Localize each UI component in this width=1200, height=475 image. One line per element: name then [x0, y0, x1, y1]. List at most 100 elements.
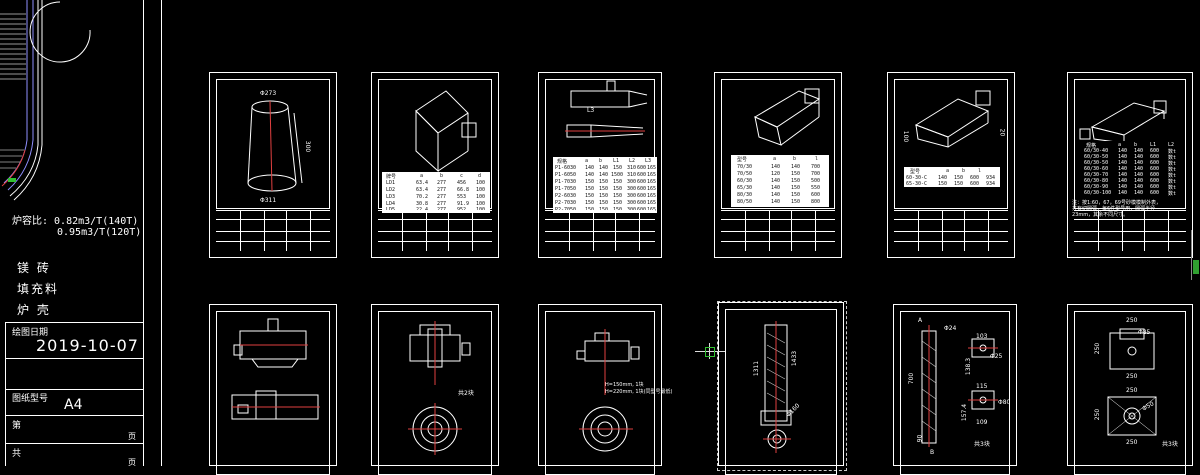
assembly-drawing — [231, 318, 320, 420]
table-header: a — [585, 158, 589, 164]
drawing-sheet-10[interactable]: 1311 1433 Φ160 — [717, 301, 847, 475]
wedge-drawing — [415, 90, 477, 173]
quantity-label: 共2块 — [458, 390, 474, 397]
drawing-sheet-4[interactable]: 型号 a b l 70/30 140 140 700 70/50 120 150… — [714, 72, 842, 258]
dimension-table: 规格 a b L1 L2 L3 P1-6030 P1-6050 P1-7030 … — [553, 157, 657, 213]
table-cell: 600 — [1150, 190, 1160, 196]
dimension-table: 牌号 a b c d LD1 63.4 277 456 100 LD2 63.4… — [382, 172, 490, 213]
table-cell: 140 — [1134, 148, 1144, 154]
table-cell: 数t — [1168, 179, 1177, 185]
dimension-table: 规格 a b L1 L2 60/30-40 60/30-50 60/30-50 … — [1082, 141, 1184, 201]
dim-d85: Φ85 — [1138, 329, 1151, 336]
table-cell: 数t — [1168, 155, 1177, 161]
drawing-sheet-1[interactable]: Φ273 Φ311 300 — [209, 72, 337, 258]
panel-border-inner — [143, 0, 144, 466]
table-cell: LD1 — [386, 180, 396, 186]
drawing-sheet-9[interactable]: H=150mm, 1块 H=220mm, 1块(同型号最低) — [538, 304, 673, 475]
dim-width-bottom: 250 — [1126, 439, 1138, 446]
date-value: 2019-10-07 — [36, 336, 139, 355]
table-cell: 165 — [647, 193, 657, 199]
table-cell: 数t — [1168, 149, 1177, 155]
drawing-sheet-2[interactable]: 牌号 a b c d LD1 63.4 277 456 100 LD2 63.4… — [371, 72, 499, 258]
tb-line — [5, 443, 143, 444]
table-cell: 66.8 — [457, 187, 470, 193]
dim-length-2: 1433 — [791, 350, 799, 367]
view-label-b: B — [930, 449, 935, 456]
shaft-drawing — [760, 321, 792, 453]
dim-length-1: 1311 — [753, 360, 761, 377]
table-cell: 165 — [647, 172, 657, 178]
table-cell: P1-6050 — [555, 172, 577, 178]
title-block — [378, 210, 492, 251]
table-header: b — [440, 173, 444, 179]
page-number-suffix: 页 — [128, 432, 136, 441]
drawing-sheet-12[interactable]: 250 Φ85 250 250 250 Φ50 250 250 共3块 — [1067, 304, 1193, 475]
table-header: 牌号 — [386, 174, 397, 180]
table-cell: 600 — [970, 181, 980, 187]
table-cell: 140 — [1134, 178, 1144, 184]
tuyere-drawing — [576, 329, 640, 452]
drawing-sheet-11[interactable]: A Φ24 103 Φ25 138.3 115 Φ80 157.4 109 70… — [893, 304, 1017, 475]
view-label-a: A — [918, 317, 923, 324]
table-cell: 数t — [1168, 191, 1177, 197]
drawing-sheet-7[interactable] — [209, 304, 337, 475]
table-cell: 310 — [627, 172, 637, 178]
table-cell: 277 — [437, 187, 447, 193]
table-cell: 70/30 — [737, 164, 753, 170]
quantity-label: 共3块 — [1162, 441, 1178, 448]
title-block — [545, 210, 655, 251]
drawing-sheet-3[interactable]: L3 规格 a b L1 L2 L3 P1-6030 P1-6050 P1-70… — [538, 72, 662, 258]
table-header: 型号 — [910, 169, 921, 175]
table-cell: 100 — [476, 194, 486, 200]
table-cell: 60/30-80 — [1084, 178, 1109, 184]
table-cell: 140 — [585, 165, 595, 171]
table-cell: P1-7030 — [555, 179, 577, 185]
note-line-1: 注：按1:60，67，69号砂模模制外表， — [1072, 200, 1161, 206]
table-cell: 277 — [437, 180, 447, 186]
table-cell: 63.4 — [416, 187, 429, 193]
table-header: a — [1118, 142, 1122, 148]
table-cell: 60/30 — [737, 178, 753, 184]
table-cell: 140 — [771, 185, 781, 191]
dim-d24: Φ24 — [944, 325, 957, 332]
note-line-3: 23mm，其余不同尺寸。 — [1072, 212, 1129, 218]
drawing-sheet-6[interactable]: 规格 a b L1 L2 60/30-40 60/30-50 60/30-50 … — [1067, 72, 1193, 258]
table-cell: 150 — [791, 171, 801, 177]
dim-height-left: 100 — [902, 130, 910, 143]
paper-size-label: 图纸型号 — [12, 394, 49, 404]
table-cell: 553 — [457, 194, 467, 200]
table-cell: 数t — [1168, 185, 1177, 191]
title-block — [216, 210, 330, 251]
table-cell: 100 — [476, 187, 486, 193]
dim-height-right: 20 — [998, 128, 1006, 137]
table-cell: 600 — [970, 175, 980, 181]
vertical-scrollbar[interactable] — [1191, 230, 1200, 280]
table-cell: 60-30-C — [906, 175, 928, 181]
table-cell: 140 — [1118, 148, 1128, 154]
scrollbar-thumb[interactable] — [1193, 260, 1199, 274]
drawing-sheet-8[interactable]: 共2块 — [371, 304, 499, 475]
table-header: 规格 — [1086, 143, 1097, 149]
table-header: a — [420, 173, 424, 179]
table-cell: 1500 — [611, 172, 624, 178]
table-cell: 600 — [1150, 172, 1160, 178]
plate-drawing — [921, 325, 998, 447]
legend-filler: 填充料 — [17, 282, 60, 296]
table-cell: 91.9 — [457, 201, 470, 207]
table-cell: 150 — [613, 200, 623, 206]
table-cell: LD2 — [386, 187, 396, 193]
table-cell: 150 — [599, 186, 609, 192]
table-cell: 60/30-100 — [1084, 190, 1112, 196]
table-cell: P1-6030 — [555, 165, 577, 171]
tb-line — [5, 389, 143, 390]
table-cell: 140 — [1134, 154, 1144, 160]
table-cell: 600 — [637, 193, 647, 199]
table-header: l — [978, 168, 982, 174]
table-cell: 140 — [771, 178, 781, 184]
table-header: a — [946, 168, 950, 174]
drawing-sheet-5[interactable]: 100 20 型号 a b l 60-30-C 140 150 600 934 … — [887, 72, 1015, 258]
table-header: L2 — [629, 158, 636, 164]
dim-width-top: 250 — [1126, 317, 1138, 324]
dim-l3: L3 — [587, 107, 595, 114]
sheet-frame — [216, 79, 330, 209]
